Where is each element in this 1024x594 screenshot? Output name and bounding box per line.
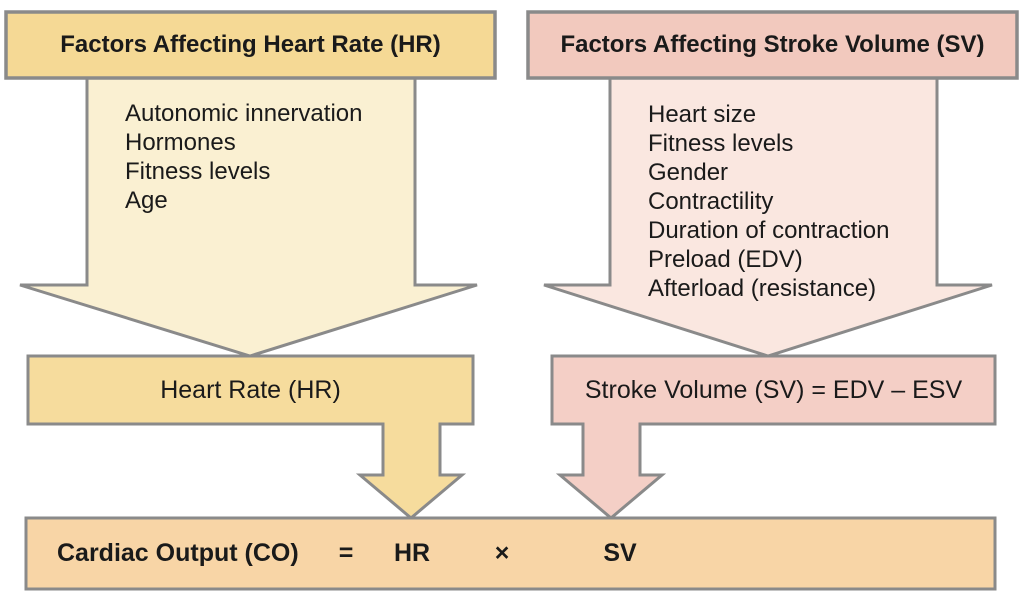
hr-header-label: Factors Affecting Heart Rate (HR)	[60, 31, 441, 58]
factor-item: Preload (EDV)	[648, 246, 803, 273]
factor-item: Gender	[648, 159, 729, 186]
cardiac-output-label: Cardiac Output (CO)	[57, 539, 299, 567]
hr-result-box-with-arrow	[26, 354, 475, 520]
factor-item: Fitness levels	[648, 130, 794, 157]
times-sign: ×	[494, 539, 510, 567]
sv-result-label: Stroke Volume (SV) = EDV – ESV	[584, 375, 963, 404]
factor-item: Autonomic innervation	[125, 100, 363, 127]
sv-term: SV	[603, 539, 637, 567]
hr-factors-arrow-shape	[19, 76, 478, 358]
factor-item: Duration of contraction	[648, 217, 890, 244]
hr-result-label: Heart Rate (HR)	[160, 375, 341, 404]
sv-factors-arrow-shape	[543, 76, 993, 358]
factor-item: Age	[125, 187, 168, 214]
factor-item: Contractility	[648, 188, 774, 215]
cardiac-output-box	[24, 516, 997, 591]
factor-item: Hormones	[125, 129, 236, 156]
factor-item: Heart size	[648, 101, 757, 128]
factor-item: Afterload (resistance)	[648, 275, 877, 302]
factor-item: Fitness levels	[125, 158, 271, 185]
hr-term: HR	[393, 539, 431, 567]
cardiac-output-equation: Cardiac Output (CO) = HR × SV	[26, 518, 995, 589]
sv-result-box-with-arrow	[550, 354, 997, 520]
sv-header-box	[526, 10, 1019, 80]
hr-header-box	[4, 10, 497, 80]
sv-header-label: Factors Affecting Stroke Volume (SV)	[560, 31, 985, 58]
equals-sign: =	[338, 539, 354, 567]
